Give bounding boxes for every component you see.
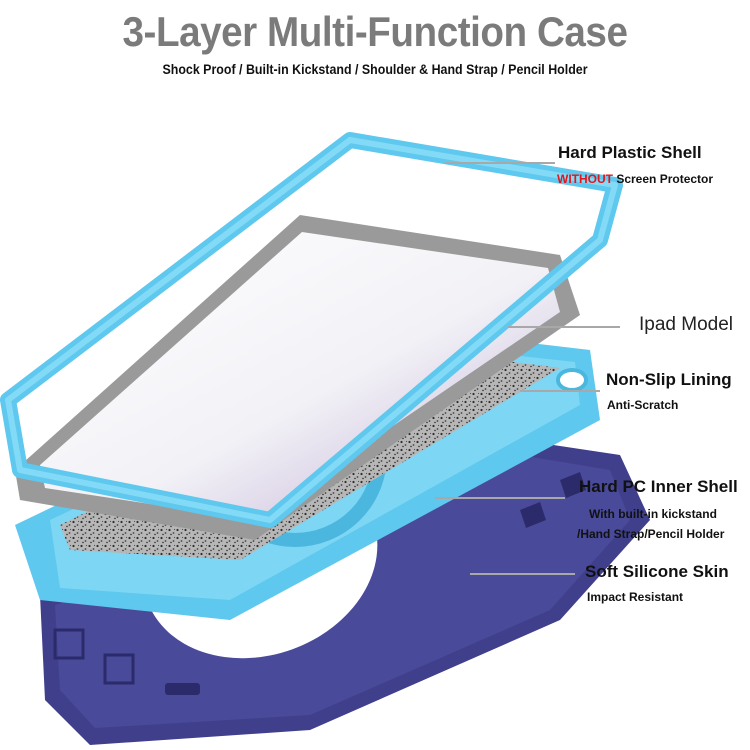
callout-hard-pc-inner-shell-title: Hard PC Inner Shell bbox=[579, 477, 738, 496]
page-title: 3-Layer Multi-Function Case bbox=[122, 8, 628, 55]
callout-soft-silicone-skin-title: Soft Silicone Skin bbox=[585, 562, 729, 581]
callout-hard-pc-inner-shell-note-1: With built-in kickstand bbox=[589, 507, 717, 521]
hard-plastic-shell-layer bbox=[0, 132, 623, 528]
ipad-model-layer bbox=[15, 215, 580, 540]
callout-non-slip-lining-title: Non-Slip Lining bbox=[606, 370, 732, 389]
callout-ipad-model-title: Ipad Model bbox=[639, 314, 734, 335]
without-highlight: WITHOUT bbox=[557, 172, 613, 186]
leader-line-hard-pc-inner-shell bbox=[435, 497, 565, 499]
leader-line-hard-plastic-shell bbox=[445, 162, 555, 164]
callout-hard-pc-inner-shell-note-2: /Hand Strap/Pencil Holder bbox=[577, 527, 725, 541]
callout-non-slip-lining-note: Anti-Scratch bbox=[607, 398, 679, 412]
screen-protector-text: Screen Protector bbox=[613, 172, 714, 186]
callout-hard-plastic-shell-note: WITHOUT Screen Protector bbox=[557, 172, 713, 186]
callout-soft-silicone-skin-note: Impact Resistant bbox=[587, 590, 684, 604]
leader-line-soft-silicone-skin bbox=[470, 573, 575, 575]
leader-line-non-slip-lining bbox=[520, 390, 600, 392]
callout-hard-plastic-shell-title: Hard Plastic Shell bbox=[558, 143, 702, 162]
feature-subtitle: Shock Proof / Built-in Kickstand / Shoul… bbox=[162, 62, 588, 77]
leader-line-ipad-model bbox=[508, 326, 620, 328]
